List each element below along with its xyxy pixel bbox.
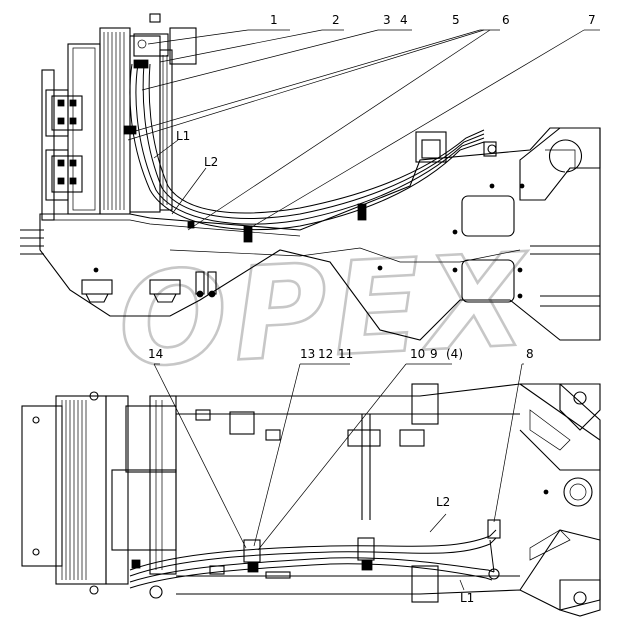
- callout-14: 14: [148, 347, 163, 361]
- label-L1-bottom: L1: [460, 591, 474, 605]
- callout-12: 12: [318, 347, 333, 361]
- callout-10: 10: [410, 347, 425, 361]
- hinge-brackets: [41, 69, 83, 221]
- callout-7: 7: [588, 13, 596, 27]
- callout-9: 9: [430, 347, 438, 361]
- expansion-tank: [133, 13, 197, 65]
- label-L2-bottom: L2: [436, 495, 450, 509]
- main-frame: [20, 127, 601, 341]
- hoses-L1-L2-bottom: [129, 519, 501, 589]
- watermark-logo: OPEX: [115, 226, 535, 396]
- callouts-bottom: 14 13 12 11 10 9 (4) 8 L2 L1: [148, 347, 534, 605]
- callout-1: 1: [270, 13, 278, 27]
- callout-11: 11: [338, 347, 353, 361]
- callout-8: 8: [526, 347, 534, 361]
- callout-2: 2: [332, 13, 340, 27]
- radiator-pack-plan: [21, 391, 177, 599]
- hoses-L1-L2-top: [129, 63, 497, 231]
- hose-clamps-top: [123, 59, 367, 243]
- callout-13: 13: [300, 347, 315, 361]
- callouts-top: 1 2 3 4 5 6 7 L1 L2: [176, 13, 596, 169]
- bottom-view: 14 13 12 11 10 9 (4) 8 L2 L1: [21, 347, 601, 617]
- callout-4: 4: [400, 13, 408, 27]
- label-L1-top: L1: [176, 129, 190, 143]
- leader-lines-top: [127, 29, 600, 231]
- leader-lines-bottom: [153, 363, 524, 591]
- hose-clamps-bottom: [131, 537, 375, 573]
- main-frame-plan: [176, 383, 601, 617]
- callout-6: 6: [502, 13, 510, 27]
- callout-3: 3: [383, 13, 391, 27]
- label-L2-top: L2: [204, 155, 218, 169]
- callout-5: 5: [452, 13, 460, 27]
- engine-mounts: [81, 271, 217, 303]
- callout-4-bracketed: (4): [446, 347, 463, 361]
- top-view: 1 2 3 4 5 6 7 L1 L2: [20, 13, 601, 341]
